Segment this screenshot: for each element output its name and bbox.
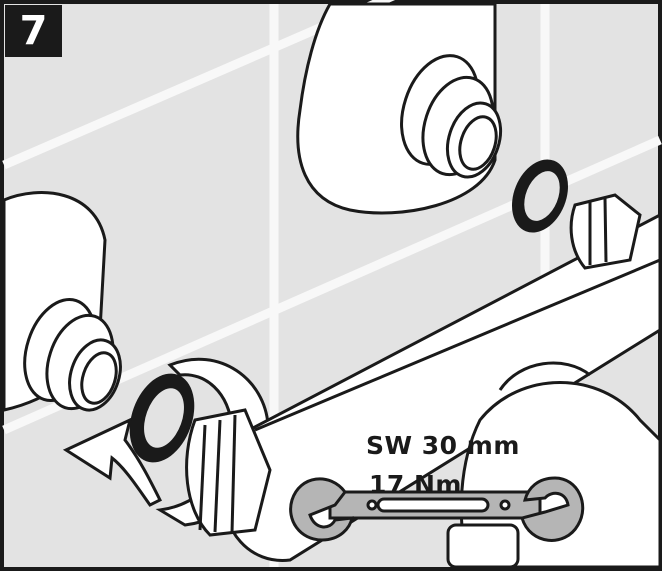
- lower-seal-ring: [129, 373, 195, 463]
- upper-seal-ring: [512, 159, 568, 233]
- torque-label: 17 Nm: [369, 470, 462, 499]
- thermostatic-mixer-body: [185, 193, 662, 569]
- upper-wall-connector: [296, 2, 503, 215]
- open-end-wrench: [289, 476, 585, 542]
- lower-wall-connector: [2, 191, 122, 412]
- wrench-size-label: SW 30 mm: [366, 431, 520, 460]
- step-number-badge: 7: [5, 5, 62, 57]
